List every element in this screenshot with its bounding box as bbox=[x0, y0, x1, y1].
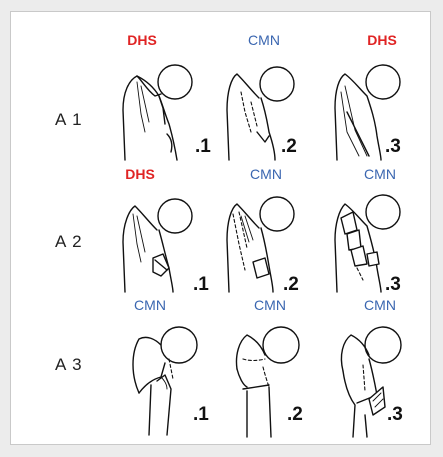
femur-a2-3-drawing bbox=[327, 184, 427, 294]
row-label-a1: A 1 bbox=[55, 110, 83, 130]
implant-tag: CMN bbox=[105, 297, 195, 313]
implant-tag: DHS bbox=[95, 166, 185, 182]
femur-a1-2-drawing bbox=[217, 52, 317, 162]
implant-tag: DHS bbox=[97, 32, 187, 48]
femur-a1-3-drawing bbox=[327, 52, 427, 162]
implant-tag: CMN bbox=[335, 166, 425, 182]
row-label-a3: A 3 bbox=[55, 355, 83, 375]
femur-a3-2-drawing bbox=[225, 315, 325, 440]
femur-a3-1-drawing bbox=[121, 315, 221, 440]
row-label-a2: A 2 bbox=[55, 232, 83, 252]
implant-tag: CMN bbox=[225, 297, 315, 313]
femur-a2-1-drawing bbox=[115, 184, 215, 294]
implant-tag: CMN bbox=[221, 166, 311, 182]
femur-a3-3-drawing bbox=[329, 315, 429, 440]
implant-tag: CMN bbox=[335, 297, 425, 313]
classification-panel: A 1 A 2 A 3 DHS CMN DHS DHS CMN CMN CMN … bbox=[10, 11, 431, 445]
implant-tag: DHS bbox=[337, 32, 427, 48]
femur-a2-2-drawing bbox=[217, 184, 317, 294]
femur-a1-1-drawing bbox=[115, 52, 215, 162]
implant-tag: CMN bbox=[219, 32, 309, 48]
